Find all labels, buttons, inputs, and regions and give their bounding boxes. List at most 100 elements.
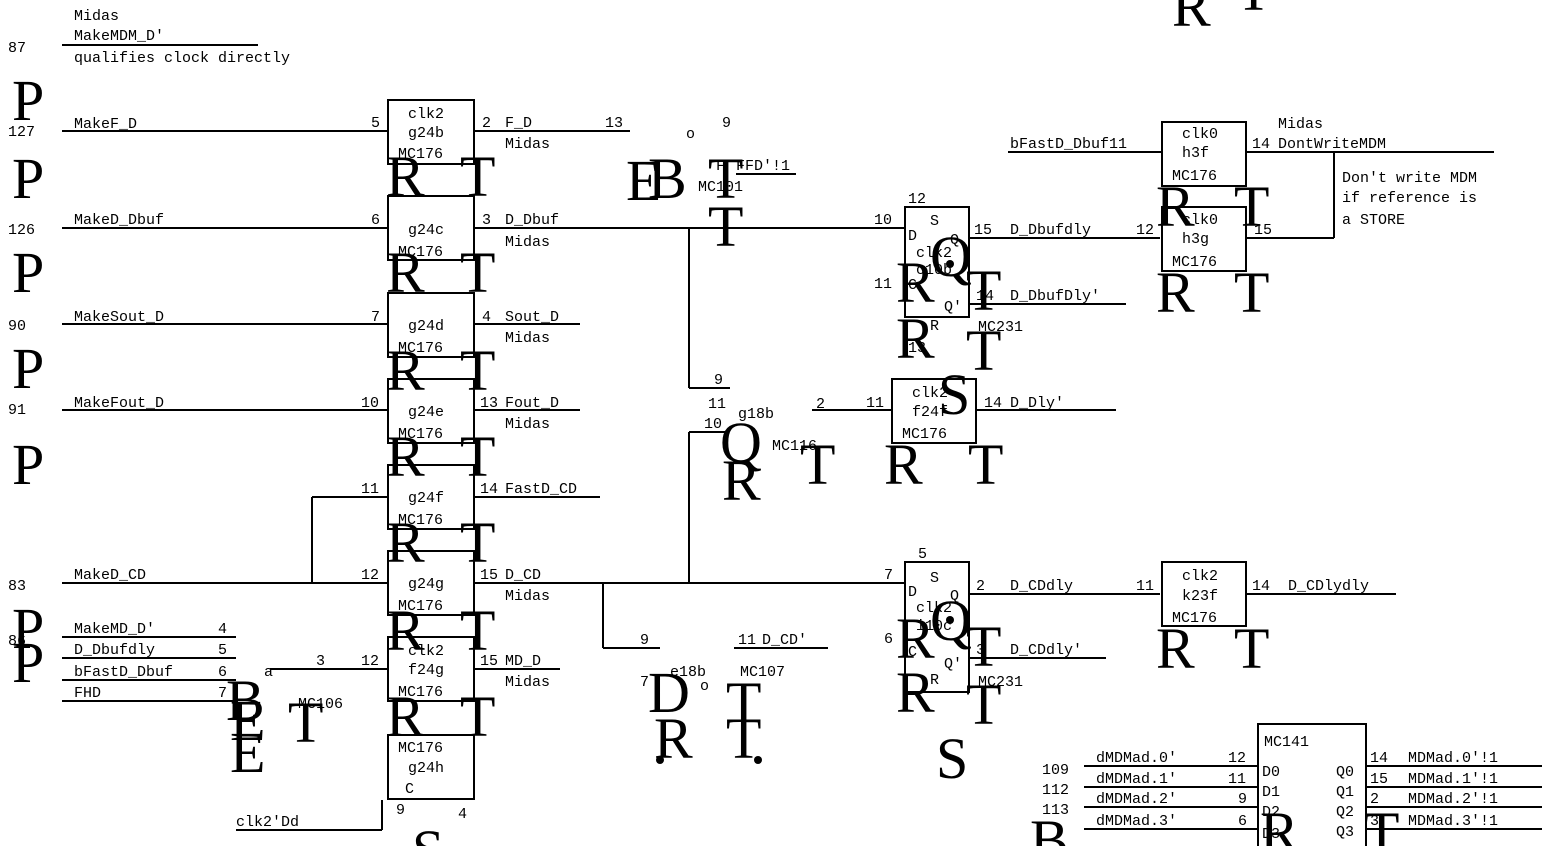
pin-label: 11	[708, 396, 726, 413]
svg-text:12: 12	[1228, 750, 1246, 767]
pin-label: 7	[640, 674, 649, 691]
svg-text:3: 3	[482, 212, 491, 229]
input-maked-dbuf: 126 MakeD_Dbuf	[8, 212, 390, 239]
gate-name: g18b	[738, 406, 774, 423]
pin-label: 4	[458, 806, 467, 823]
svg-text:6: 6	[1238, 813, 1247, 830]
svg-text:MakeD_Dbuf: MakeD_Dbuf	[74, 212, 164, 229]
note-line: a STORE	[1342, 212, 1405, 229]
svg-text:MDMad.3'!1: MDMad.3'!1	[1408, 813, 1498, 830]
svg-text:D2: D2	[1262, 804, 1280, 821]
glyph-r: R	[722, 448, 761, 513]
svg-text:Midas: Midas	[505, 416, 550, 433]
glyph-p: P	[12, 630, 44, 695]
svg-text:MDMad.0'!1: MDMad.0'!1	[1408, 750, 1498, 767]
svg-text:Q': Q'	[944, 656, 962, 673]
svg-text:g24b: g24b	[408, 125, 444, 142]
svg-text:D: D	[908, 228, 917, 245]
glyph-b: B	[648, 146, 687, 211]
svg-text:g24f: g24f	[408, 490, 444, 507]
svg-text:MDMad.2'!1: MDMad.2'!1	[1408, 791, 1498, 808]
svg-text:MC176: MC176	[1172, 168, 1217, 185]
pin-label: 9	[640, 632, 649, 649]
svg-text:11: 11	[866, 395, 884, 412]
svg-text:2: 2	[482, 115, 491, 132]
chip-k23f: clk2 k23f MC176 11 14 D_CDlydly	[1136, 561, 1396, 627]
svg-text:clk2: clk2	[408, 106, 444, 123]
chip-g24f: g24f MC176 11 14 FastD_CD	[361, 464, 600, 530]
svg-text:14: 14	[480, 481, 498, 498]
glyph-t: T	[460, 144, 495, 209]
gate-bubble: o	[700, 678, 709, 695]
svg-text:15: 15	[974, 222, 992, 239]
glyph-p: P	[12, 68, 44, 133]
svg-text:2: 2	[976, 578, 985, 595]
glyph-t: T	[460, 684, 495, 749]
svg-text:g24e: g24e	[408, 404, 444, 421]
svg-text:7: 7	[884, 567, 893, 584]
gate-out-prefix: F	[716, 158, 725, 175]
svg-text:5: 5	[218, 642, 227, 659]
svg-text:Q2: Q2	[1336, 804, 1354, 821]
svg-text:Q: Q	[950, 232, 959, 249]
glyph-p: P	[12, 596, 44, 661]
svg-text:D_DbufDly': D_DbufDly'	[1010, 288, 1100, 305]
glyph-t: T	[288, 690, 323, 755]
svg-text:83: 83	[8, 578, 26, 595]
svg-text:dMDMad.0': dMDMad.0'	[1096, 750, 1177, 767]
glyph-r: R	[386, 424, 425, 489]
svg-text:MD_D: MD_D	[505, 653, 541, 670]
svg-text:13: 13	[480, 395, 498, 412]
gate-part: MC107	[740, 664, 785, 681]
svg-text:9: 9	[1238, 791, 1247, 808]
glyph-p: P	[12, 240, 44, 305]
svg-text:15: 15	[1254, 222, 1272, 239]
svg-text:MakeF_D: MakeF_D	[74, 116, 137, 133]
svg-text:D_CDlydly: D_CDlydly	[1288, 578, 1369, 595]
svg-text:i10c: i10c	[916, 618, 952, 635]
gate-part: MC106	[298, 696, 343, 713]
input-makef-d: 127 MakeF_D	[8, 116, 390, 141]
glyph-r: R	[1156, 260, 1195, 325]
glyph-r: R	[1172, 0, 1211, 39]
chip-g24h: MC176 g24h C 9 clk2'Dd	[236, 734, 475, 831]
glyph-e: E	[230, 720, 265, 785]
glyph-r: R	[896, 306, 935, 371]
svg-text:D: D	[908, 584, 917, 601]
pin-label: 10	[704, 416, 722, 433]
svg-text:S: S	[930, 213, 939, 230]
input-makefout-d: 91 MakeFout_D	[8, 395, 390, 419]
svg-text:MC176: MC176	[398, 340, 443, 357]
chip-h3g: clk0 h3g MC176 12 15	[1136, 206, 1272, 272]
glyph-t: T	[966, 258, 1001, 323]
svg-text:C: C	[908, 277, 917, 294]
glyph-t: T	[1236, 0, 1271, 23]
flipflop-top: 12 S D 10 clk2 c10b C 11 Q Q' R 13 15 D_…	[874, 191, 1160, 357]
svg-text:5: 5	[918, 546, 927, 563]
svg-text:14: 14	[976, 288, 994, 305]
chip-mc141: MC141 109 dMDMad.0' 12 D0 Q0 14 MDMad.0'…	[1042, 723, 1542, 846]
glyph-r: R	[1260, 800, 1299, 846]
svg-text:MDMad.1'!1: MDMad.1'!1	[1408, 771, 1498, 788]
glyph-r: R	[884, 432, 923, 497]
glyph-q: Q	[930, 224, 972, 289]
svg-text:Midas: Midas	[505, 674, 550, 691]
svg-text:MC176: MC176	[398, 146, 443, 163]
svg-text:86: 86	[8, 633, 26, 650]
svg-text:Q0: Q0	[1336, 764, 1354, 781]
svg-text:h3f: h3f	[1182, 145, 1209, 162]
svg-text:D_CDdly': D_CDdly'	[1010, 642, 1082, 659]
header-note: qualifies clock directly	[74, 50, 290, 67]
svg-text:clk2: clk2	[1182, 568, 1218, 585]
svg-text:12: 12	[1136, 222, 1154, 239]
svg-text:12: 12	[361, 567, 379, 584]
glyph-r: R	[896, 606, 935, 671]
gate-out-net: FFD'!1	[736, 158, 790, 175]
svg-text:dMDMad.2': dMDMad.2'	[1096, 791, 1177, 808]
svg-text:4: 4	[482, 309, 491, 326]
svg-text:bFastD_Dbuf: bFastD_Dbuf	[74, 664, 173, 681]
svg-text:bFastD_Dbuf11: bFastD_Dbuf11	[1010, 136, 1127, 153]
input-makesout-d: 90 MakeSout_D	[8, 309, 390, 335]
glyph-s: S	[938, 362, 970, 427]
svg-text:f24g: f24g	[408, 662, 444, 679]
